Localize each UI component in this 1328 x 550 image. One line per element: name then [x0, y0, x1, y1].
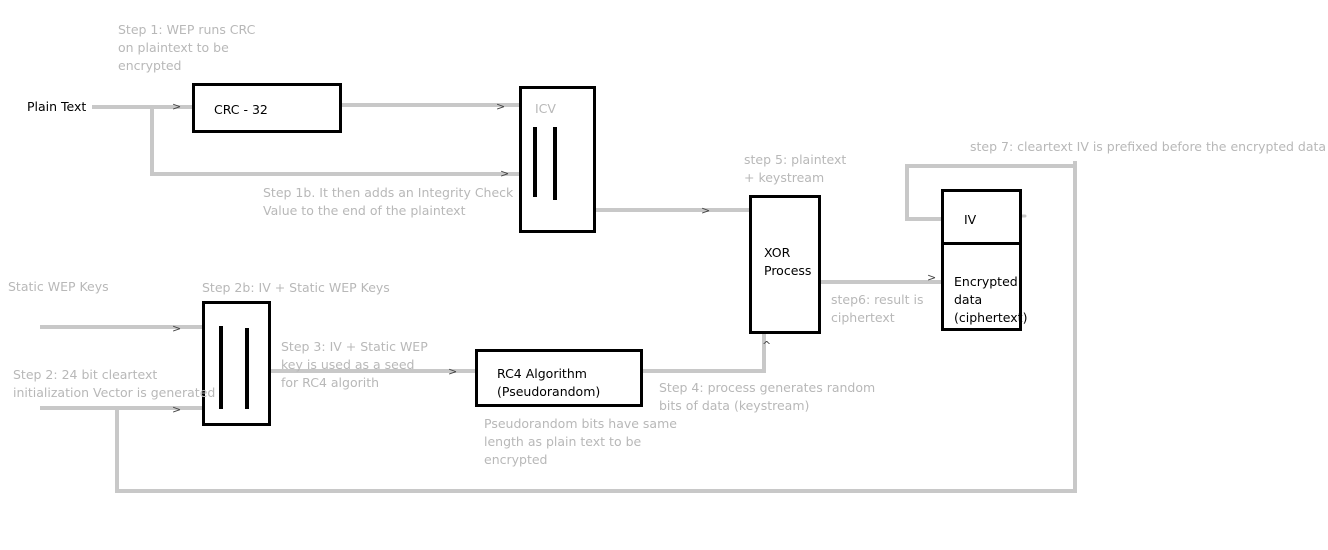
line-rc4-to-xor [640, 331, 766, 373]
step4-annotation: Step 4: process generates random bits of… [659, 380, 876, 413]
iv-wep-key-mixer-box [202, 301, 271, 426]
step1b-annotation: Step 1b. It then adds an Integrity Check… [263, 185, 514, 218]
step1-annotation: Step 1: WEP runs CRC on plaintext to be … [118, 22, 256, 73]
arrowhead-icon: > [448, 365, 458, 378]
crc32-box: CRC - 32 [192, 83, 342, 133]
crc32-label: CRC - 32 [214, 102, 268, 117]
arrowhead-icon: > [172, 322, 182, 335]
line-iv-prefix-loop [905, 164, 1077, 221]
arrowhead-icon: > [496, 100, 506, 113]
mixer-bar-right [245, 328, 249, 409]
iv-header-box: IV [941, 189, 1022, 245]
mixer-bar-left [219, 326, 223, 409]
step6-annotation: step6: result is ciphertext [831, 292, 924, 325]
arrowhead-up-icon: ^ [762, 339, 772, 352]
pseudorandom-note: Pseudorandom bits have same length as pl… [484, 416, 677, 467]
xor-process-label: XOR Process [764, 245, 812, 278]
line-plaintext-to-icv [150, 105, 522, 176]
arrowhead-icon: > [701, 204, 711, 217]
arrowhead-icon: > [927, 271, 937, 284]
iv-header-label: IV [964, 212, 977, 227]
icv-box: ICV [519, 86, 596, 233]
icv-bar-left [533, 127, 537, 197]
static-wep-keys-label: Static WEP Keys [8, 279, 109, 294]
encrypted-data-label: Encrypted data (ciphertext) [954, 274, 1028, 325]
icv-label: ICV [535, 101, 556, 116]
arrowhead-icon: > [500, 167, 510, 180]
line-iv-feedback-loop [115, 161, 1077, 493]
arrowhead-icon: > [172, 403, 182, 416]
step2-annotation: Step 2: 24 bit cleartext initialization … [13, 367, 216, 400]
step5-annotation: step 5: plaintext + keystream [744, 152, 847, 185]
step3-annotation: Step 3: IV + Static WEP key is used as a… [281, 339, 428, 390]
step2b-annotation: Step 2b: IV + Static WEP Keys [202, 280, 390, 295]
icv-bar-right [553, 127, 557, 200]
plain-text-label: Plain Text [27, 99, 87, 114]
rc4-algorithm-label: RC4 Algorithm (Pseudorandom) [497, 366, 601, 399]
encrypted-data-box: Encrypted data (ciphertext) [941, 242, 1027, 331]
rc4-algorithm-box: RC4 Algorithm (Pseudorandom) [475, 349, 643, 407]
arrowhead-icon: > [172, 100, 182, 113]
step7-annotation: step 7: cleartext IV is prefixed before … [970, 139, 1327, 154]
xor-process-box: XOR Process [749, 195, 821, 334]
